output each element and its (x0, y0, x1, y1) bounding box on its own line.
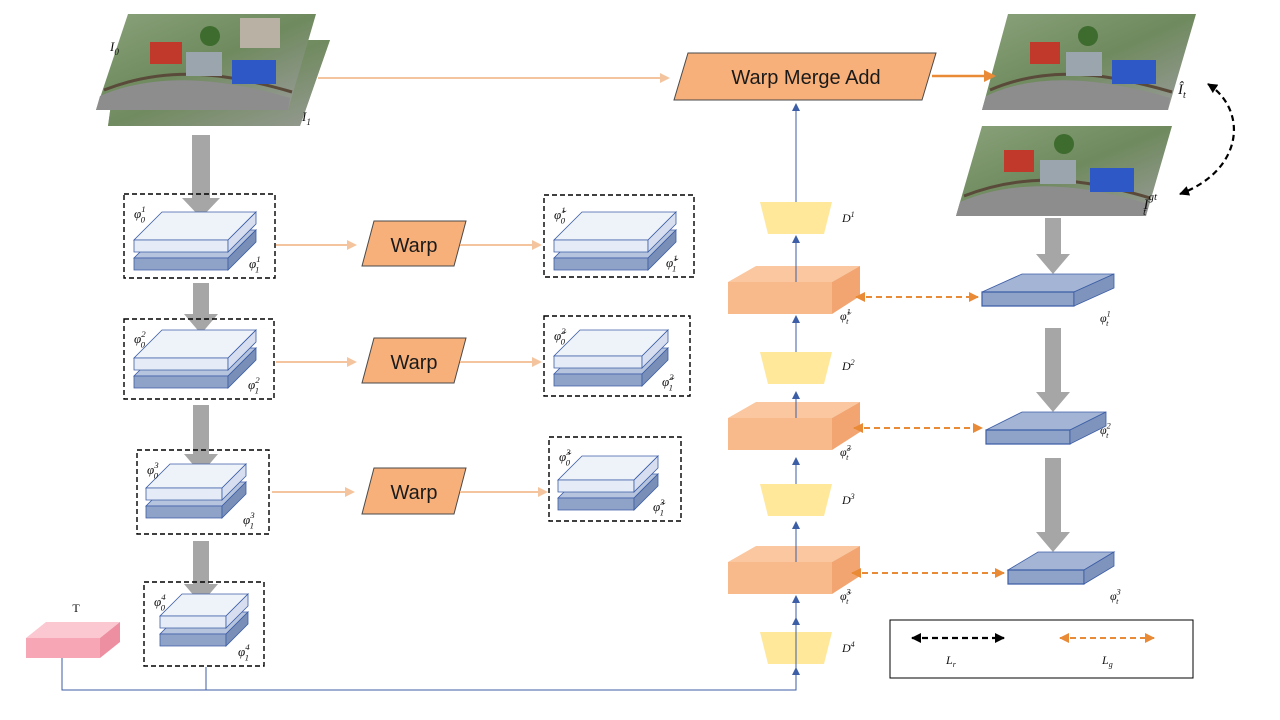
t-label: T (72, 601, 80, 615)
gt-feature-2 (985, 411, 1107, 445)
warp-block-2: Warp (276, 337, 542, 384)
encoder-feature-stack-4 (143, 581, 265, 667)
legend-lg-label: Lg (1101, 653, 1113, 669)
decoder-3-label: D3 (841, 492, 855, 507)
encoder-down-arrows (182, 135, 220, 604)
decoder-feature-1 (728, 266, 860, 314)
t-to-decoder-line (61, 658, 800, 691)
decoder-feature-3 (728, 546, 860, 594)
decoder-2-label: D2 (841, 358, 855, 373)
i1-label: I1 (301, 109, 311, 127)
i0-label: I0 (109, 39, 119, 57)
warped-feature-stack-1 (543, 194, 695, 278)
it-hat-label: Ît (1177, 81, 1186, 101)
warp-block-1: Warp (276, 220, 542, 267)
warp-merge-add-label: Warp Merge Add (731, 67, 880, 89)
encoder-feature-stack-1 (123, 193, 276, 279)
gt-down-arrows (1036, 218, 1070, 552)
decoder-block-2 (760, 352, 832, 384)
decoder-block-1 (760, 202, 832, 234)
decoder-1-label: D1 (841, 210, 855, 225)
legend-box: Lr Lg (889, 619, 1194, 679)
gt-feature-3 (1006, 551, 1116, 585)
legend-lr-label: Lr (945, 653, 957, 669)
warp-2-label: Warp (390, 352, 437, 374)
output-frame-it-hat (982, 14, 1196, 110)
reconstruction-loss-arrow (1179, 83, 1236, 196)
input-frame-i0 (96, 14, 316, 110)
ground-truth-frame (956, 126, 1172, 216)
gt-feature-1 (981, 273, 1115, 307)
warped-feature-stack-2 (543, 315, 691, 397)
warp-block-3: Warp (272, 467, 548, 515)
warp-1-label: Warp (390, 235, 437, 257)
warp-3-label: Warp (390, 482, 437, 504)
encoder-feature-stack-2 (123, 318, 275, 400)
encoder-feature-stack-3 (136, 449, 270, 535)
decoder-feature-2 (728, 402, 860, 450)
warped-feature-stack-3 (548, 436, 682, 522)
decoder-4-label: D4 (841, 640, 855, 655)
decoder-block-3 (760, 484, 832, 516)
timestep-t-block (26, 622, 120, 658)
warp-merge-add-block: Warp Merge Add (673, 52, 937, 101)
